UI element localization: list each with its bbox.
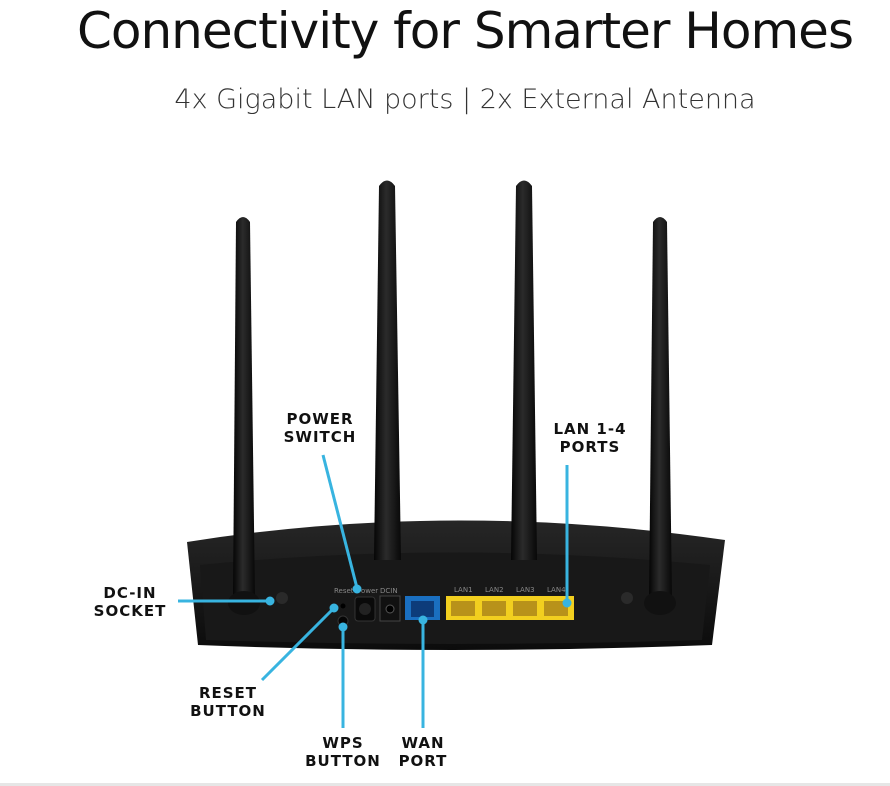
callout-text: POWER	[286, 410, 354, 428]
callout-text: LAN 1-4	[553, 420, 627, 438]
reset-button-hole	[340, 603, 346, 609]
label-lan3: LAN3	[516, 586, 535, 594]
label-lan4: LAN4	[547, 586, 566, 594]
callout-lan-ports: LAN 1-4 PORTS	[540, 420, 640, 456]
page-subtitle: 4x Gigabit LAN ports | 2x External Anten…	[174, 84, 756, 115]
callout-wps: WPS BUTTON	[295, 734, 391, 770]
label-reset: Reset	[334, 587, 354, 595]
divider	[0, 783, 890, 786]
callout-text: SWITCH	[283, 428, 357, 446]
antenna-4-icon	[644, 217, 676, 615]
callout-text: BUTTON	[190, 702, 266, 720]
callout-text: RESET	[198, 684, 258, 702]
label-power: Power	[357, 587, 378, 595]
callout-text: BUTTON	[305, 752, 381, 770]
callout-reset: RESET BUTTON	[180, 684, 276, 720]
label-dcin: DCIN	[380, 587, 398, 595]
callout-wan: WAN PORT	[375, 734, 471, 770]
label-lan1: LAN1	[454, 586, 473, 594]
antenna-2-icon	[374, 180, 401, 560]
page-title: Connectivity for Smarter Homes	[76, 2, 854, 60]
antenna-1-icon	[228, 217, 260, 615]
callout-text: WAN	[401, 734, 445, 752]
callout-text: PORT	[398, 752, 448, 770]
callout-text: PORTS	[559, 438, 621, 456]
antenna-3-icon	[511, 180, 537, 560]
callout-text: SOCKET	[93, 602, 167, 620]
callout-lines	[178, 454, 572, 728]
callout-power-switch: POWER SWITCH	[272, 410, 368, 446]
label-lan2: LAN2	[485, 586, 504, 594]
callout-text: WPS	[322, 734, 364, 752]
callout-dc-in: DC-IN SOCKET	[82, 584, 178, 620]
callout-text: DC-IN	[103, 584, 157, 602]
